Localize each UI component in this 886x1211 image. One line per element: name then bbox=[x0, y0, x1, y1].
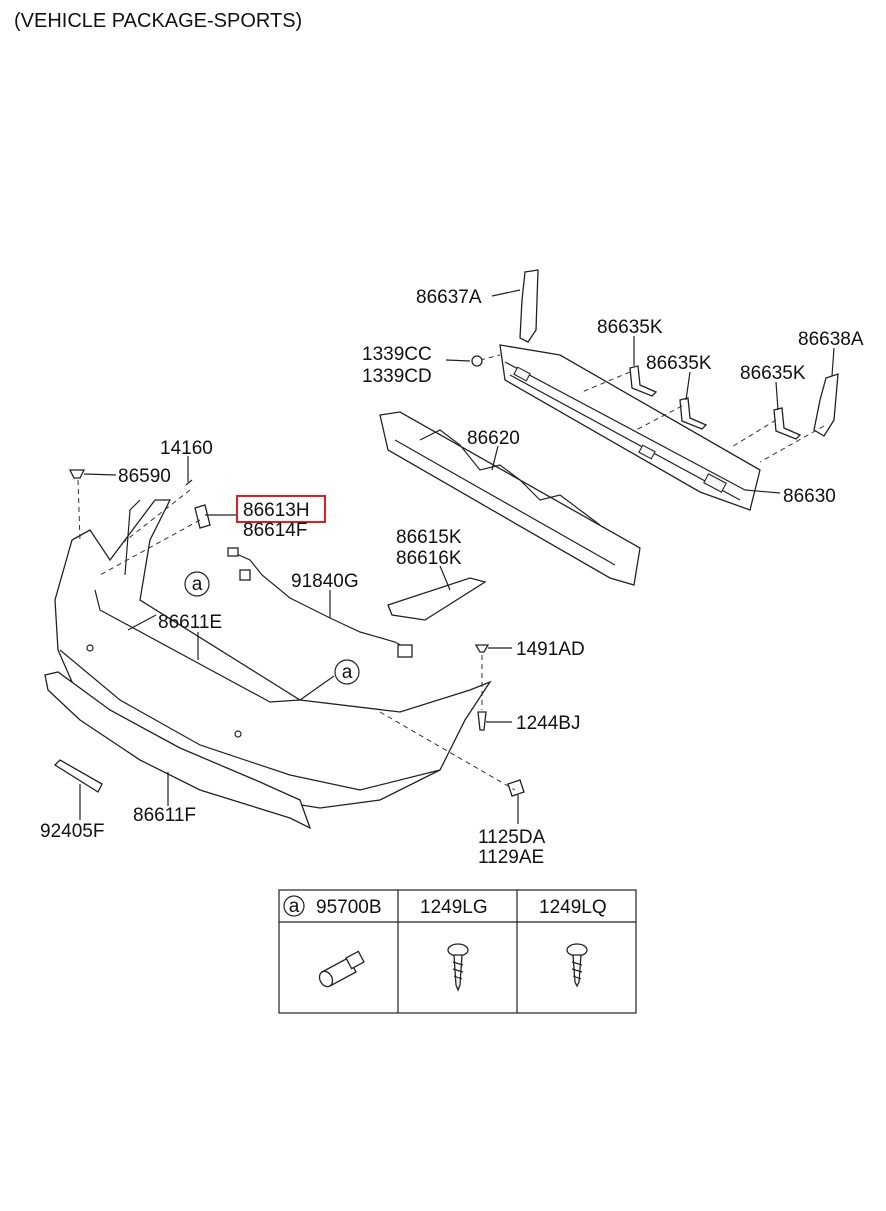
screw-1125DA[interactable] bbox=[507, 779, 525, 797]
clip-1491AD[interactable] bbox=[474, 644, 490, 653]
label-86620[interactable]: 86620 bbox=[467, 428, 520, 449]
label-86614F[interactable]: 86614F bbox=[243, 520, 307, 541]
label-86615K[interactable]: 86615K bbox=[396, 527, 462, 548]
label-1244BJ[interactable]: 1244BJ bbox=[516, 713, 580, 734]
callout-a-left-label: a bbox=[192, 574, 203, 595]
callout-a-right bbox=[334, 659, 360, 685]
callout-a-right-label: a bbox=[342, 662, 353, 683]
table-callout-a bbox=[283, 895, 305, 917]
label-1129AE[interactable]: 1129AE bbox=[478, 847, 544, 868]
bracket-86638A[interactable] bbox=[813, 373, 839, 437]
label-86611E[interactable]: 86611E bbox=[158, 612, 222, 633]
page-title: (VEHICLE PACKAGE-SPORTS) bbox=[14, 10, 303, 32]
energy-absorber[interactable] bbox=[379, 411, 641, 586]
bracket-86613H[interactable] bbox=[194, 504, 211, 529]
bracket-86615K[interactable] bbox=[387, 577, 487, 621]
label-86637A[interactable]: 86637A bbox=[416, 287, 482, 308]
label-14160[interactable]: 14160 bbox=[160, 438, 213, 459]
label-92405F[interactable]: 92405F bbox=[40, 821, 104, 842]
label-86613H[interactable]: 86613H bbox=[243, 500, 310, 521]
bracket-86637A[interactable] bbox=[519, 269, 539, 343]
clip-86590[interactable] bbox=[68, 469, 86, 479]
label-86635K-3[interactable]: 86635K bbox=[740, 363, 806, 384]
table-callout-a-label: a bbox=[289, 896, 300, 917]
label-1491AD[interactable]: 1491AD bbox=[516, 639, 585, 660]
label-1125DA[interactable]: 1125DA bbox=[478, 827, 546, 848]
label-86616K[interactable]: 86616K bbox=[396, 548, 462, 569]
reflector-92405F[interactable] bbox=[53, 759, 103, 793]
lower-skid-86611F[interactable] bbox=[44, 671, 312, 830]
parts-table: a 95700B 1249LG 1249LQ bbox=[278, 889, 637, 1014]
sensor-95700B-icon bbox=[318, 950, 365, 988]
label-1339CD[interactable]: 1339CD bbox=[362, 366, 432, 387]
label-86635K-1[interactable]: 86635K bbox=[597, 317, 663, 338]
label-86630[interactable]: 86630 bbox=[783, 486, 836, 507]
label-86638A[interactable]: 86638A bbox=[798, 329, 864, 350]
table-header-1249LG[interactable]: 1249LG bbox=[420, 897, 488, 918]
screw-1249LG-icon bbox=[447, 943, 469, 992]
nut-1339CC[interactable] bbox=[471, 355, 483, 367]
label-1339CC[interactable]: 1339CC bbox=[362, 344, 432, 365]
table-header-95700B[interactable]: 95700B bbox=[316, 897, 382, 918]
label-86635K-2[interactable]: 86635K bbox=[646, 353, 712, 374]
highlight-box-86613H bbox=[236, 495, 326, 523]
label-91840G[interactable]: 91840G bbox=[291, 571, 359, 592]
callout-a-left bbox=[184, 571, 210, 597]
rear-bumper-beam[interactable] bbox=[499, 344, 761, 511]
label-86611F[interactable]: 86611F bbox=[133, 805, 196, 826]
clip-86635K-1[interactable] bbox=[629, 365, 658, 397]
wiring-harness[interactable] bbox=[231, 551, 411, 651]
screw-14160[interactable] bbox=[185, 479, 193, 486]
table-header-1249LQ[interactable]: 1249LQ bbox=[539, 897, 607, 918]
screw-1249LQ-icon bbox=[566, 943, 588, 988]
clip-86635K-2[interactable] bbox=[679, 397, 708, 430]
clip-86635K-3[interactable] bbox=[773, 407, 802, 440]
label-86590[interactable]: 86590 bbox=[118, 466, 171, 487]
screw-1244BJ[interactable] bbox=[477, 711, 487, 731]
